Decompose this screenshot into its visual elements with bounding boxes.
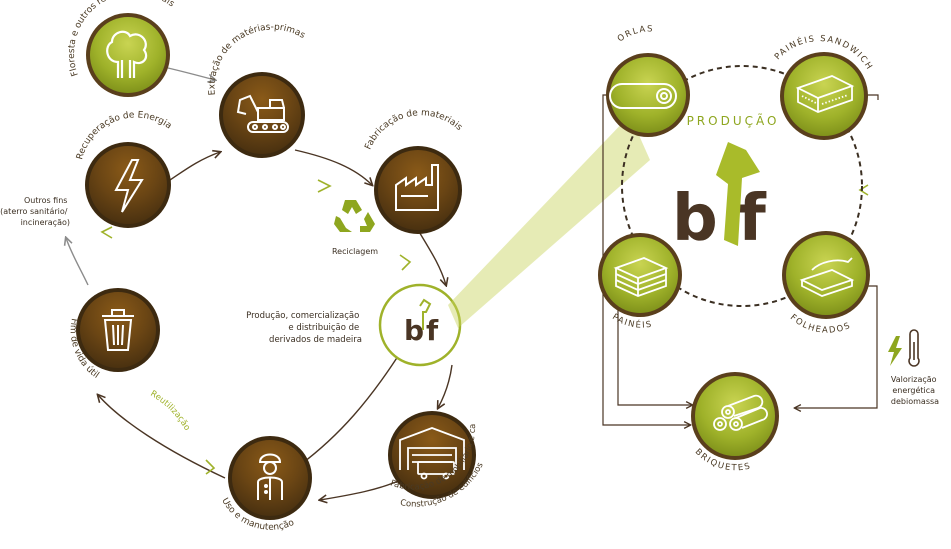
tree-icon <box>106 30 148 78</box>
arrow-fim-outrosfins <box>66 238 89 286</box>
lightning-icon <box>114 159 144 213</box>
fim-vida-node <box>76 288 160 372</box>
producao-text: Produção, comercialização e distribuição… <box>246 311 362 345</box>
briquetes-node <box>691 372 779 460</box>
chevron-icon <box>858 184 869 196</box>
line-sandwich <box>866 94 879 100</box>
mobiliario-node <box>388 411 476 499</box>
producao-title: PRODUÇÃO <box>687 113 780 128</box>
bf-logo-f: f <box>426 314 439 347</box>
factory-icon <box>395 164 439 211</box>
recuperacao-node <box>85 142 171 228</box>
excavator-icon <box>236 94 289 133</box>
edge-roll-icon <box>609 83 677 109</box>
line-paineis-briquetes <box>617 290 692 405</box>
outros-fins-text: Outros fins (aterro sanitário/ incineraç… <box>0 196 70 227</box>
extracao-node <box>219 72 305 158</box>
arrow-producao-uso <box>300 349 403 465</box>
bf-node: b f <box>378 283 462 367</box>
arrow-uso-fim <box>98 395 226 479</box>
panels-stack-icon <box>613 257 669 297</box>
orlas-node <box>606 53 690 137</box>
bf-big-b: b <box>672 182 718 256</box>
orlas-label: ORLAS <box>616 24 654 44</box>
arrow-floresta-extracao <box>167 67 215 80</box>
floresta-node <box>86 13 170 97</box>
sandwich-panel-icon <box>795 75 855 113</box>
zoom-cone <box>448 115 650 328</box>
chevron-icon <box>100 226 113 239</box>
arrow-recuperacao-extracao <box>169 152 220 181</box>
leaf-arrow-icon <box>716 142 760 246</box>
arrow-fabricacao-producao <box>417 229 446 285</box>
chevron-icon <box>205 459 216 475</box>
valorizacao-text: Valorização energética debiomassa <box>891 375 939 406</box>
reciclagem-label: Reciclagem <box>332 247 378 256</box>
veneer-icon <box>799 257 855 297</box>
briquettes-icon <box>713 394 768 431</box>
paineis-node <box>598 233 682 317</box>
bf-big-logo: b f <box>672 142 767 256</box>
trash-icon <box>102 309 134 351</box>
chevron-icon <box>399 254 412 271</box>
thermometer-icon <box>908 329 920 367</box>
reutilizacao-label: Reutilização <box>148 389 191 433</box>
energy-valorization: Valorização energética debiomassa <box>888 329 939 406</box>
worker-icon <box>257 453 283 500</box>
warehouse-truck-icon <box>399 427 465 480</box>
arrow-extracao-fabricacao <box>294 149 372 185</box>
fabricacao-node <box>374 146 462 234</box>
uso-node <box>228 436 312 520</box>
production-ring <box>621 65 863 307</box>
arrow-producao-mobiliario <box>438 364 453 408</box>
chevron-icon <box>317 179 332 193</box>
leaf-mark-icon <box>419 298 432 330</box>
bf-logo-b: b <box>404 314 424 347</box>
recycle-icon <box>334 200 375 232</box>
folheados-node <box>782 231 870 319</box>
bolt-icon <box>888 336 902 366</box>
bf-big-f: f <box>738 182 767 256</box>
paineis-sandwich-node <box>780 52 868 140</box>
fabricacao-label: Fabricação de materiais <box>364 108 465 151</box>
